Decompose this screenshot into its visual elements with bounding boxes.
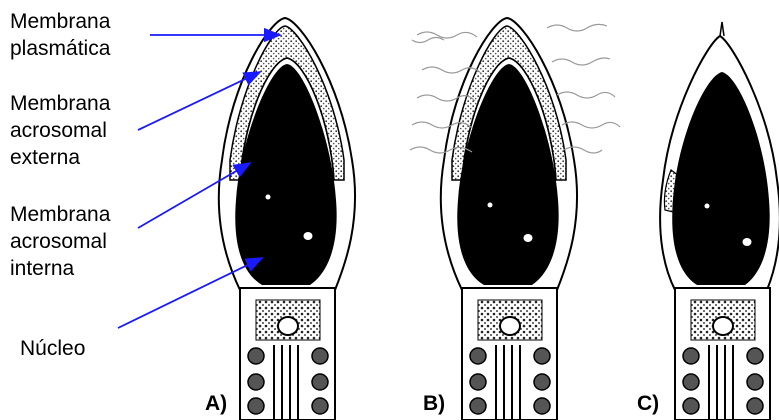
label-line: acrosomal bbox=[10, 228, 110, 255]
label-line: Membrana bbox=[10, 90, 110, 117]
panel-label-b: B) bbox=[423, 392, 445, 416]
sperm-head-b bbox=[410, 18, 620, 420]
panel-label-c: C) bbox=[637, 392, 659, 416]
label-line: Membrana bbox=[10, 201, 110, 228]
sperm-head-a bbox=[219, 18, 355, 420]
label-line: plasmática bbox=[10, 35, 110, 62]
label-line: interna bbox=[10, 255, 110, 282]
label-line: externa bbox=[10, 144, 110, 171]
label-membrana-plasmatica: Membrana plasmática bbox=[10, 8, 110, 62]
label-line: Membrana bbox=[10, 8, 110, 35]
panel-label-a: A) bbox=[205, 392, 227, 416]
label-line: acrosomal bbox=[10, 117, 110, 144]
label-line: Núcleo bbox=[20, 335, 85, 362]
label-membrana-acrosomal-externa: Membrana acrosomal externa bbox=[10, 90, 110, 171]
label-nucleo: Núcleo bbox=[20, 335, 85, 362]
label-membrana-acrosomal-interna: Membrana acrosomal interna bbox=[10, 201, 110, 282]
sperm-head-c bbox=[660, 22, 779, 420]
